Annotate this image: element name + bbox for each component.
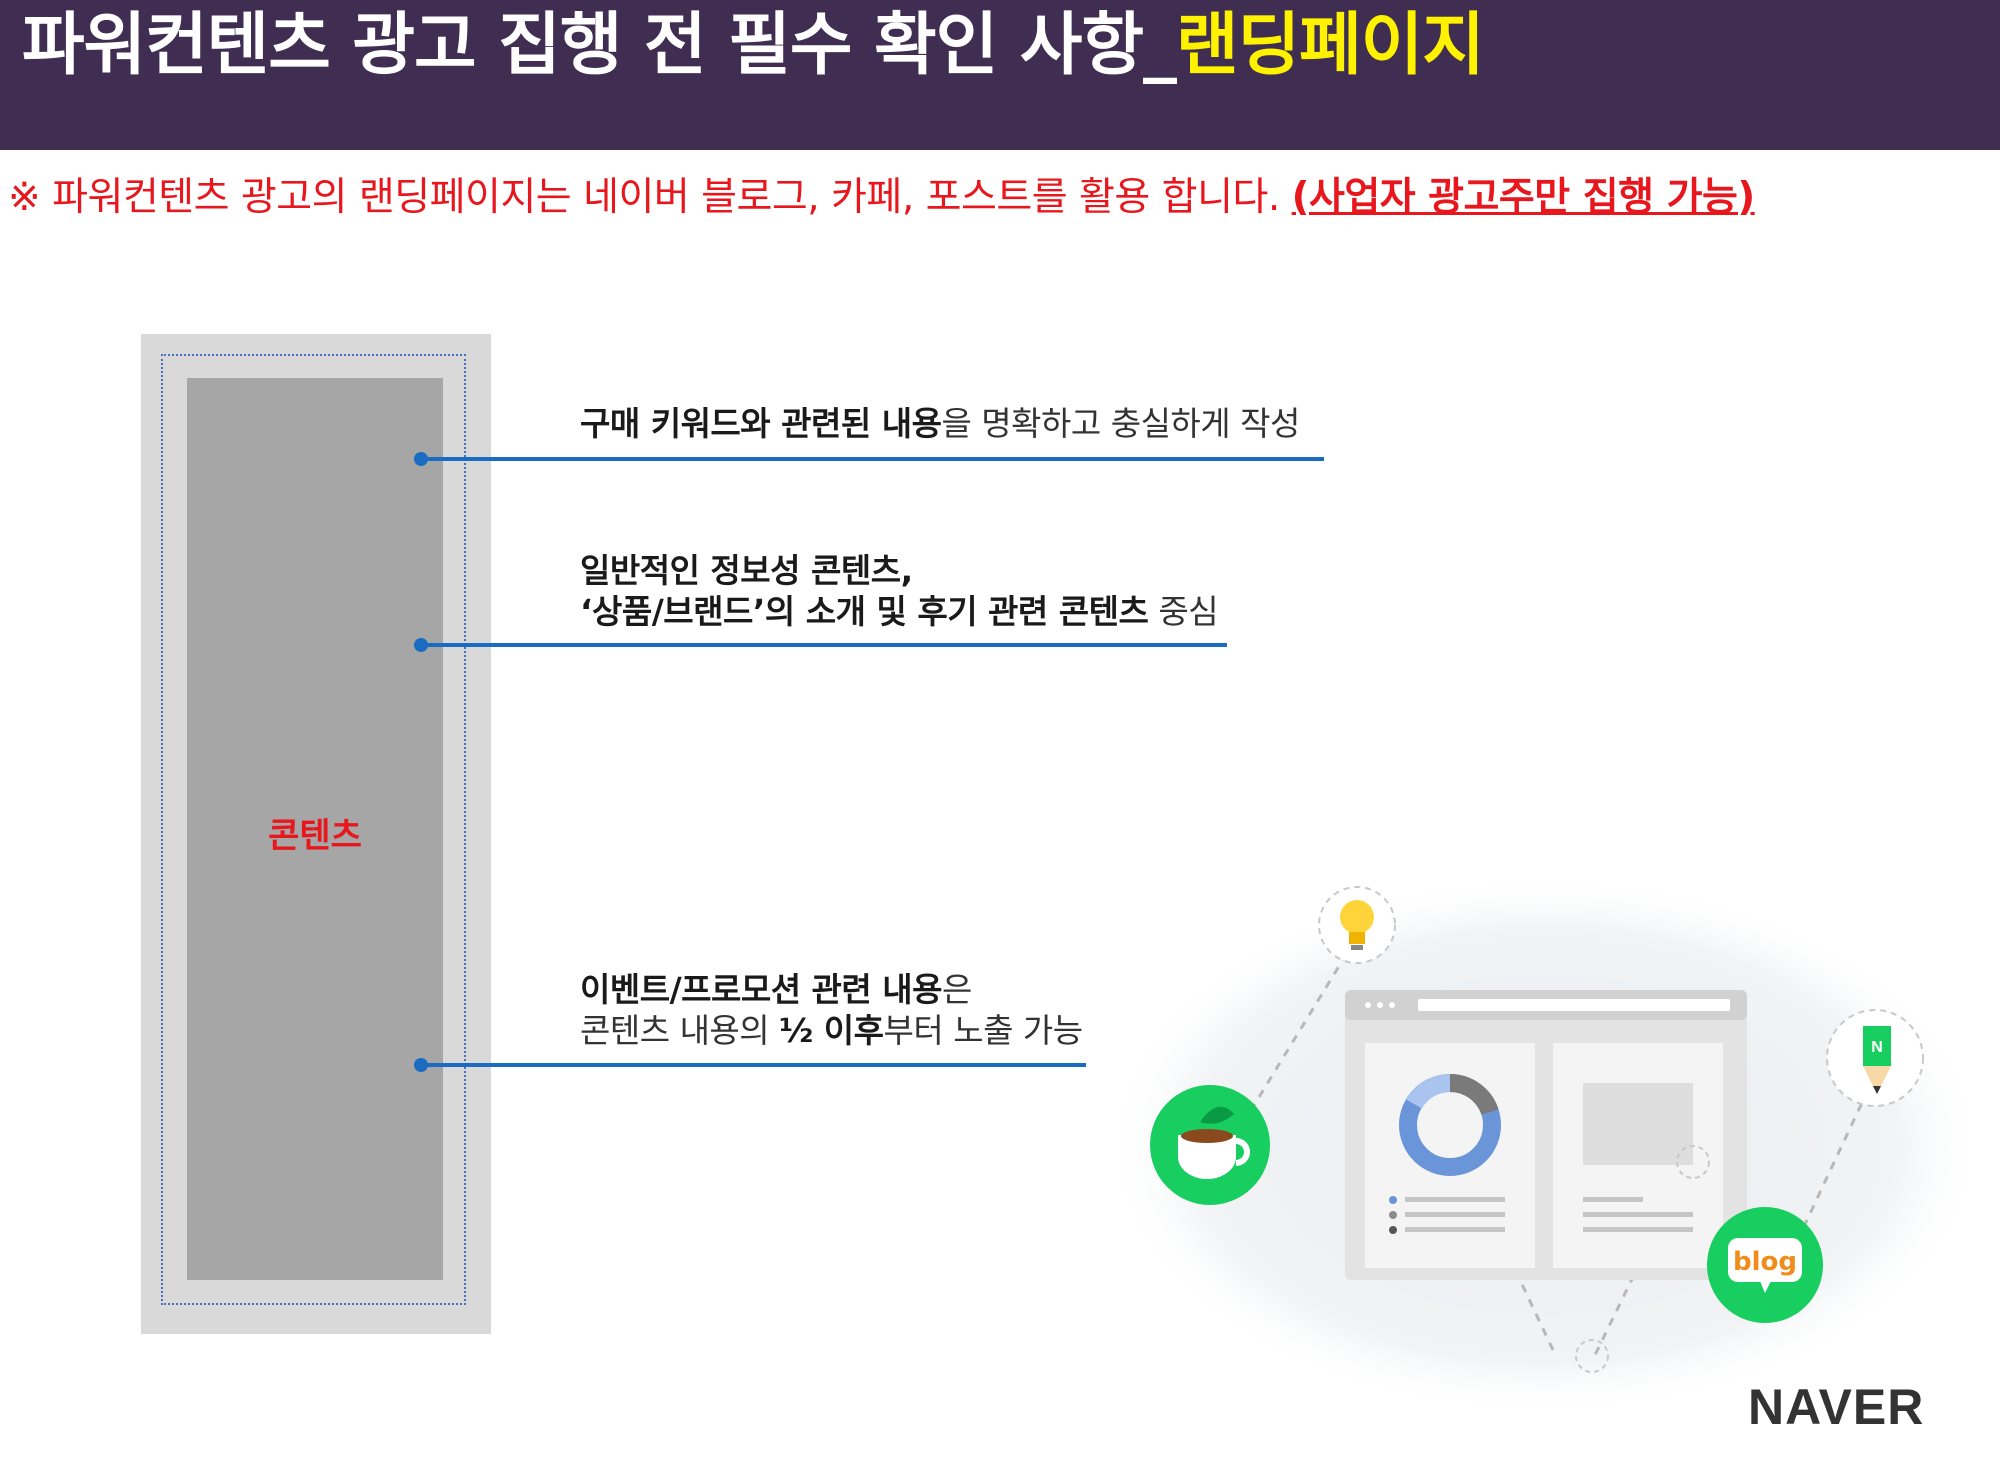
callout-1-text: 구매 키워드와 관련된 내용을 명확하고 충실하게 작성 <box>580 403 1300 444</box>
post-badge-text: N <box>1871 1039 1883 1056</box>
notice-emphasis: (사업자 광고주만 집행 가능) <box>1291 175 1756 220</box>
callout-1-line <box>421 457 1324 461</box>
blog-badge-text: blog <box>1733 1247 1797 1277</box>
callout-2-text: 일반적인 정보성 콘텐츠, ‘상품/브랜드’의 소개 및 후기 관련 콘텐츠 중… <box>580 550 1219 632</box>
callout-1-regular: 을 명확하고 충실하게 작성 <box>941 404 1300 443</box>
callout-2-line2-bold: ‘상품/브랜드’의 소개 및 후기 관련 콘텐츠 <box>580 592 1149 631</box>
callout-3-line <box>421 1063 1086 1067</box>
callout-2-line2-regular: 중심 <box>1148 592 1219 631</box>
page-title: 파워컨텐츠 광고 집행 전 필수 확인 사항_랜딩페이지 <box>22 2 1485 90</box>
callout-3-line2-regular-b: 부터 노출 가능 <box>883 1011 1084 1050</box>
document-dotted-border <box>161 354 466 1305</box>
notice-text: ※ 파워컨텐츠 광고의 랜딩페이지는 네이버 블로그, 카페, 포스트를 활용 … <box>8 170 1755 226</box>
document-content-label: 콘텐츠 <box>268 816 362 856</box>
callout-3-line1-bold: 이벤트/프로모션 관련 내용 <box>580 970 943 1009</box>
callout-3-line1-regular: 은 <box>942 970 972 1009</box>
callout-2-line1: 일반적인 정보성 콘텐츠, <box>580 551 913 590</box>
callout-3-text: 이벤트/프로모션 관련 내용은 콘텐츠 내용의 ½ 이후부터 노출 가능 <box>580 969 1083 1051</box>
lightbulb-icon <box>1318 886 1396 964</box>
blog-icon: blog <box>1707 1207 1823 1323</box>
post-icon: N <box>1826 1009 1924 1107</box>
notice-prefix: ※ 파워컨텐츠 광고의 랜딩페이지는 네이버 블로그, 카페, 포스트를 활용 … <box>8 175 1292 220</box>
header-bar: 파워컨텐츠 광고 집행 전 필수 확인 사항_랜딩페이지 <box>0 0 2000 150</box>
browser-window-icon <box>1345 990 1747 1280</box>
node-circle <box>1575 1339 1609 1373</box>
title-main-text: 파워컨텐츠 광고 집행 전 필수 확인 사항_ <box>22 6 1177 85</box>
node-circle <box>1676 1145 1710 1179</box>
cafe-icon <box>1150 1085 1270 1205</box>
callout-3-line2-bold: ½ 이후 <box>779 1011 884 1050</box>
document-content-area <box>187 378 443 1280</box>
content-platform-illustration: N blog <box>1105 875 1985 1415</box>
title-highlight-text: 랜딩페이지 <box>1176 6 1485 85</box>
callout-1-bold: 구매 키워드와 관련된 내용 <box>580 404 942 443</box>
callout-2-line <box>421 643 1227 647</box>
callout-3-line2-regular-a: 콘텐츠 내용의 <box>580 1011 780 1050</box>
naver-logo: NAVER <box>1748 1379 1925 1435</box>
